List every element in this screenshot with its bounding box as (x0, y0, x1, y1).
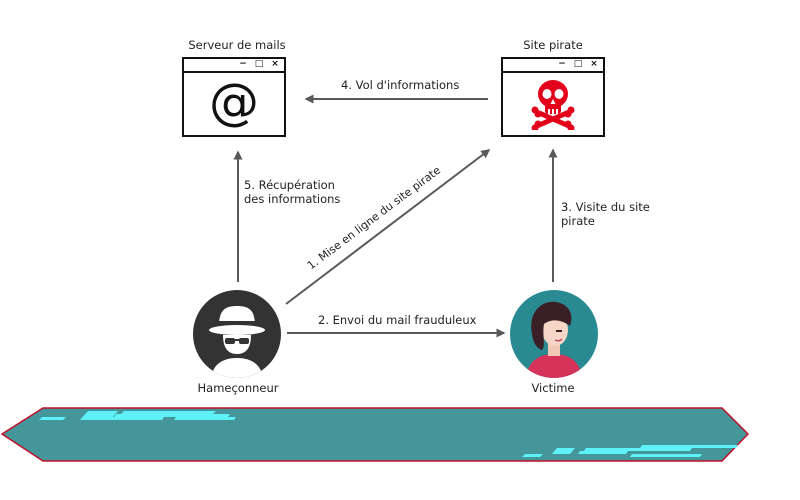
phisher-avatar (193, 290, 281, 378)
hacker-hat-icon (209, 306, 265, 378)
mail-server-title: Serveur de mails (188, 38, 286, 52)
close-icon: × (271, 59, 279, 69)
maximize-icon: □ (573, 59, 583, 69)
banner-accent-lines-top (39, 411, 236, 420)
arrow-step1 (285, 149, 491, 305)
window-titlebar: − □ × (184, 59, 284, 73)
step5-label-line1: 5. Récupération (244, 178, 335, 192)
at-sign-icon: @ (209, 73, 259, 131)
phisher-label: Hameçonneur (197, 381, 279, 395)
window-titlebar: − □ × (503, 59, 603, 73)
step3-label-line1: 3. Visite du site (561, 200, 650, 214)
victim-label: Victime (531, 381, 575, 395)
skull-crossbones-icon (531, 80, 575, 130)
woman-avatar-icon (526, 301, 582, 378)
maximize-icon: □ (254, 59, 264, 69)
step2-label: 2. Envoi du mail frauduleux (318, 313, 477, 327)
step5-label-line2: des informations (244, 192, 341, 206)
step4-label: 4. Vol d'informations (341, 78, 460, 92)
pirate-site-title: Site pirate (523, 38, 583, 52)
minimize-icon: − (558, 59, 566, 69)
step3-label-line2: pirate (561, 214, 595, 228)
minimize-icon: − (239, 59, 247, 69)
mail-server-window: − □ × @ (182, 57, 286, 137)
pirate-site-window: − □ × (501, 57, 605, 137)
banner-accent-lines-bottom (522, 445, 738, 457)
victim-avatar (510, 290, 598, 378)
decorative-banner (0, 407, 750, 462)
close-icon: × (590, 59, 598, 69)
